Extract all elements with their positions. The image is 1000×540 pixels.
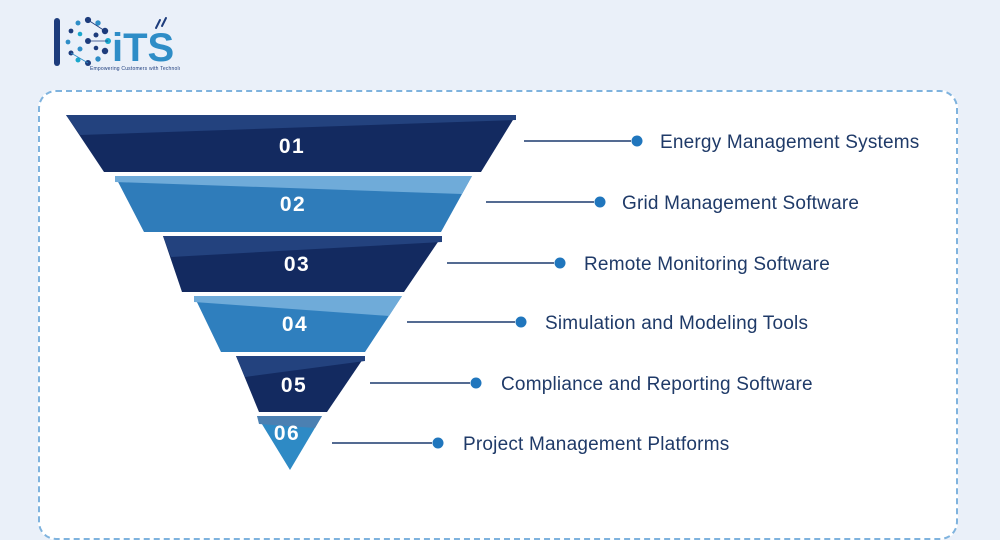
item-label: Energy Management Systems <box>660 132 920 153</box>
funnel-diagram: 01 02 03 04 05 06 Energy Management Syst… <box>66 115 920 470</box>
funnel-segment-number: 03 <box>284 253 310 276</box>
logo-d-mark <box>54 16 111 66</box>
funnel-segment-number: 02 <box>280 193 306 216</box>
logo-d-stem <box>54 18 60 66</box>
funnel-segment-5-highlight <box>236 356 365 377</box>
funnel-segment-number: 05 <box>281 374 307 397</box>
connector-dot-icon <box>515 316 527 328</box>
item-label: Project Management Platforms <box>463 434 729 455</box>
funnel-segment-number: 06 <box>274 422 300 445</box>
label-row-6: Project Management Platforms <box>332 434 729 455</box>
logo: iTS Empowering Customers with Technology <box>54 16 180 72</box>
funnel-segment-number: 01 <box>279 135 305 158</box>
funnel-segment-1-highlight <box>66 115 516 135</box>
funnel-segment-6: 06 <box>257 416 322 470</box>
label-row-3: Remote Monitoring Software <box>447 254 830 275</box>
funnel-segment-2: 02 <box>115 176 472 232</box>
funnel-segment-2-highlight <box>115 176 472 194</box>
connector-dot-icon <box>594 196 606 208</box>
funnel-segment-5: 05 <box>236 356 365 412</box>
label-row-5: Compliance and Reporting Software <box>370 374 813 395</box>
label-row-1: Energy Management Systems <box>524 132 920 153</box>
logo-sparkle-icon <box>155 17 167 29</box>
funnel-segment-3-highlight <box>163 236 442 257</box>
funnel-segment-6-highlight <box>257 416 322 428</box>
funnel-segment-number: 04 <box>282 313 308 336</box>
item-label: Remote Monitoring Software <box>584 254 830 275</box>
item-label: Compliance and Reporting Software <box>501 374 813 395</box>
funnel-segment-4: 04 <box>194 296 402 352</box>
funnel-segment-1: 01 <box>66 115 516 172</box>
logo-tagline: Empowering Customers with Technology <box>90 66 180 72</box>
connector-dot-icon <box>631 135 643 147</box>
item-label: Grid Management Software <box>622 193 859 214</box>
funnel-segment-3: 03 <box>163 236 442 292</box>
connector-dot-icon <box>554 257 566 269</box>
item-label: Simulation and Modeling Tools <box>545 313 808 334</box>
logo-globe-dots <box>65 16 111 66</box>
logo-text: iTS <box>112 26 174 70</box>
connector-dot-icon <box>470 377 482 389</box>
label-row-2: Grid Management Software <box>486 193 859 214</box>
funnel-segment-4-highlight <box>194 296 402 316</box>
connector-dot-icon <box>432 437 444 449</box>
label-row-4: Simulation and Modeling Tools <box>407 313 808 334</box>
